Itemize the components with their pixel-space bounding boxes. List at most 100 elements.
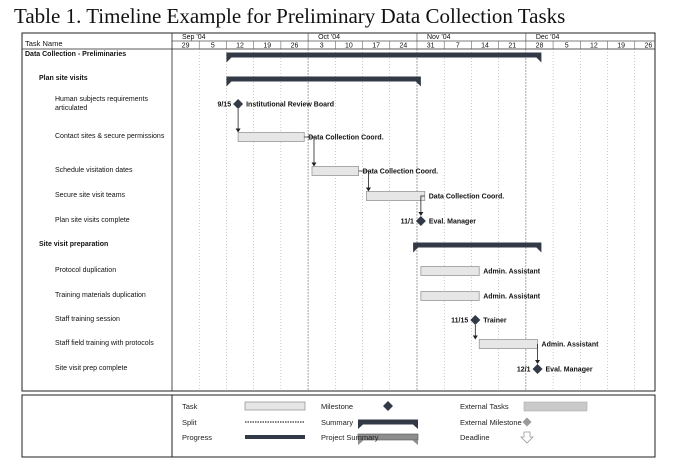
task-bar-9 — [420, 291, 480, 301]
week-label: 26 — [644, 43, 652, 50]
task-name-8: Protocol duplication — [55, 267, 116, 274]
legend-project-summary-label: Project Summary — [321, 433, 379, 442]
task-name-10: Staff training session — [55, 316, 120, 323]
task-name-9: Training materials duplication — [55, 292, 146, 299]
summary-right-cap — [536, 247, 542, 253]
chart-frame — [21, 32, 656, 392]
legend-psummary-lcap — [358, 440, 364, 445]
milestone-resource-10: Trainer — [483, 318, 507, 325]
summary-right-cap — [536, 57, 542, 63]
header-task-name: Task Name — [25, 39, 63, 48]
legend-external-milestone-label: External Milestone — [460, 418, 522, 427]
legend-task-label: Task — [182, 402, 198, 411]
summary-left-cap — [413, 247, 419, 253]
week-label: 10 — [345, 43, 353, 50]
dependency-arrowhead — [472, 335, 478, 340]
summary-bar-body — [226, 76, 421, 82]
legend-split-label: Split — [182, 418, 197, 427]
milestone-date-6: 11/1 — [401, 219, 414, 226]
task-name-2-cont: articulated — [55, 105, 87, 112]
legend-summary-rcap — [413, 424, 418, 429]
milestone-resource-12: Eval. Manager — [546, 367, 593, 374]
dependency-link — [304, 136, 315, 164]
milestone-date-2: 9/15 — [217, 102, 231, 109]
task-resource-11: Admin. Assistant — [542, 342, 600, 349]
summary-bar-body — [226, 52, 542, 58]
page-title: Table 1. Timeline Example for Preliminar… — [14, 4, 566, 28]
legend-task-swatch — [244, 401, 306, 411]
task-name-7: Site visit preparation — [39, 241, 108, 248]
task-name-5: Secure site visit teams — [55, 192, 126, 199]
summary-left-cap — [226, 81, 232, 87]
task-name-0: Data Collection - Preliminaries — [25, 51, 126, 58]
task-bar-5 — [366, 191, 426, 201]
task-name-1: Plan site visits — [39, 75, 88, 82]
legend-external-milestone-swatch — [522, 417, 532, 427]
legend-progress-swatch — [245, 435, 305, 439]
summary-bar-body — [413, 242, 542, 248]
summary-right-cap — [415, 81, 421, 87]
week-label: 28 — [536, 43, 544, 50]
milestone-resource-6: Eval. Manager — [429, 219, 476, 226]
dependency-link — [358, 170, 369, 189]
week-label: 31 — [427, 43, 435, 50]
dependency-arrowhead — [235, 128, 241, 133]
task-name-3: Contact sites & secure permissions — [55, 133, 165, 140]
summary-bar-1 — [226, 76, 421, 87]
task-bar-3 — [237, 132, 305, 142]
task-resource-4: Data Collection Coord. — [363, 169, 439, 176]
legend-summary-lcap — [358, 424, 363, 429]
task-name-2: Human subjects requirements — [55, 96, 148, 103]
week-label: 5 — [565, 43, 569, 50]
legend-frame — [21, 394, 656, 458]
week-label: 5 — [211, 43, 215, 50]
week-label: 29 — [182, 43, 190, 50]
legend-milestone-swatch — [383, 401, 393, 411]
task-name-12: Site visit prep complete — [55, 365, 127, 372]
month-label: Nov '04 — [427, 34, 451, 41]
week-label: 7 — [456, 43, 460, 50]
dependency-arrowhead — [535, 360, 541, 364]
summary-bar-0 — [226, 52, 542, 63]
legend-psummary-rcap — [412, 440, 418, 445]
task-resource-8: Admin. Assistant — [483, 269, 541, 276]
month-label: Sep '04 — [182, 34, 206, 41]
task-name-11: Staff field training with protocols — [55, 340, 154, 347]
task-bar-4 — [311, 166, 360, 176]
month-label: Oct '04 — [318, 34, 340, 41]
month-label: Dec '04 — [536, 34, 560, 41]
legend-summary-body — [358, 419, 418, 425]
legend-psummary-body — [357, 433, 419, 441]
task-resource-9: Admin. Assistant — [483, 294, 541, 301]
legend-progress-label: Progress — [182, 433, 213, 442]
legend-summary-swatch — [358, 419, 418, 429]
milestone-resource-2: Institutional Review Board — [246, 102, 334, 109]
legend-summary-label: Summary — [321, 418, 354, 427]
week-label: 12 — [590, 43, 598, 50]
legend-deadline-swatch — [520, 431, 534, 444]
week-label: 12 — [236, 43, 244, 50]
milestone-date-12: 12/1 — [517, 367, 531, 374]
legend-project-summary-swatch — [357, 433, 419, 445]
milestone-10 — [470, 315, 481, 325]
legend-external-tasks-label: External Tasks — [460, 402, 509, 411]
legend-external-tasks-swatch — [523, 401, 588, 412]
week-label: 21 — [508, 43, 516, 50]
week-label: 26 — [291, 43, 299, 50]
milestone-12 — [532, 364, 543, 374]
dependency-arrowhead — [365, 187, 371, 192]
milestone-2 — [233, 99, 244, 109]
milestone-date-10: 11/15 — [451, 318, 468, 325]
task-resource-3: Data Collection Coord. — [308, 135, 384, 142]
week-label: 3 — [320, 43, 324, 50]
summary-left-cap — [226, 57, 232, 63]
task-resource-5: Data Collection Coord. — [429, 194, 505, 201]
milestone-6 — [415, 216, 426, 226]
dependency-link — [420, 195, 425, 213]
dependency-arrowhead — [418, 212, 424, 216]
week-label: 24 — [399, 43, 407, 50]
task-name-4: Schedule visitation dates — [55, 167, 133, 174]
week-label: 19 — [263, 43, 271, 50]
summary-bar-7 — [413, 242, 542, 253]
week-label: 17 — [372, 43, 380, 50]
